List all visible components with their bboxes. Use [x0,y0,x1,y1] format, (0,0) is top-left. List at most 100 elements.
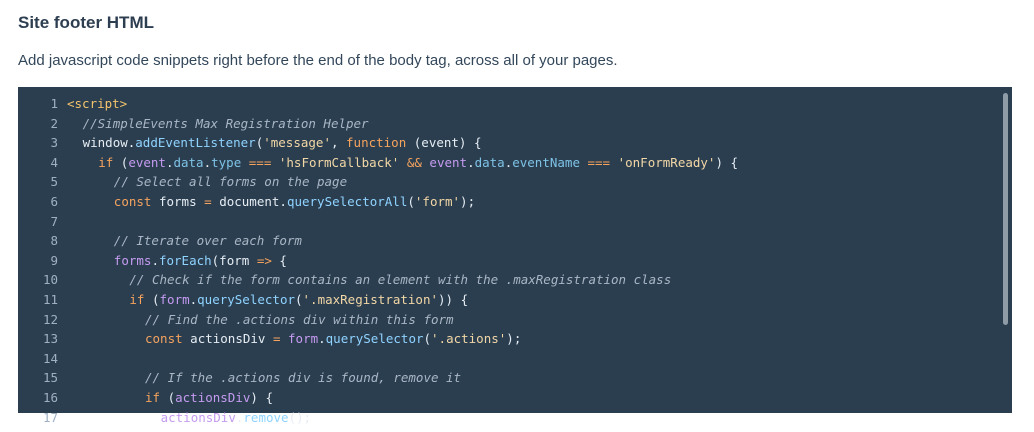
code-text: // Find the .actions div within this for… [58,310,454,330]
code-token: if [129,291,145,307]
code-token [610,155,618,170]
code-token: // Check if the form contains an element… [129,272,672,288]
code-token: ( [113,154,129,170]
code-line[interactable]: 12// Find the .actions div within this f… [18,310,1000,330]
code-editor[interactable]: 1<script>2 //SimpleEvents Max Registratio… [18,87,1012,425]
code-token: data [173,154,204,170]
code-token: ); [506,331,522,347]
code-token: actionsDiv [182,331,273,347]
code-text: // Iterate over each form [58,231,302,251]
code-line[interactable]: 2 //SimpleEvents Max Registration Helper [18,114,1000,134]
line-number: 5 [50,174,58,190]
line-number: 6 [50,193,58,209]
code-token: <script> [67,96,128,111]
line-number: 10 [42,272,58,288]
code-token [241,155,249,170]
code-token: // Iterate over each form [113,233,302,249]
code-token: === [248,154,272,170]
code-token: // If the .actions div is found, remove … [145,370,462,386]
line-number: 11 [42,291,58,307]
code-text: window.addEventListener('message', funct… [58,133,482,153]
code-token: document [219,193,280,209]
code-token: const [113,193,152,209]
code-text: const actionsDiv = form.querySelector('.… [58,329,521,349]
code-token [399,155,407,170]
code-token: (form [211,252,257,268]
code-token: // Find the .actions div within this for… [145,311,454,327]
code-token [280,331,288,346]
editor-scrollbar[interactable] [1003,93,1008,325]
code-token: querySelectorAll [286,193,408,209]
line-number: 8 [50,233,58,249]
line-number: 15 [42,370,58,386]
code-token: )) { [438,291,469,307]
code-token: type [211,154,242,170]
code-text: if (event.data.type === 'hsFormCallback'… [58,153,738,173]
code-token: . [127,135,136,151]
line-number: 9 [50,252,58,268]
code-token: . [165,154,174,170]
code-token: ( [160,389,176,405]
code-token: if [98,154,114,170]
code-token: . [318,331,326,347]
code-token: eventName [512,154,580,170]
code-text [58,349,67,369]
code-line[interactable]: 14 [18,349,1000,369]
code-text [58,212,67,232]
code-token: , [330,135,347,151]
code-token: === [587,154,611,170]
code-token: ( [407,193,415,209]
code-line[interactable]: 7 [18,212,1000,232]
line-number: 4 [50,154,58,170]
code-token: = [272,331,281,347]
code-token: . [467,154,475,170]
code-line[interactable]: 1<script> [18,94,1000,114]
code-token: => [256,252,272,268]
code-text: const forms = document.querySelectorAll(… [58,192,475,212]
code-token: ( [144,291,160,307]
code-token: querySelector [197,291,295,307]
code-text: // Select all forms on the page [58,172,347,192]
code-line[interactable]: 5// Select all forms on the page [18,172,1000,192]
line-number: 3 [50,135,58,151]
code-token: 'onFormReady' [617,154,716,170]
code-token: actionsDiv [160,409,236,425]
line-number: 14 [42,350,58,366]
code-token: if [145,389,161,405]
code-text: if (form.querySelector('.maxRegistration… [58,290,468,310]
code-token: . [203,154,212,170]
code-token: ( [295,291,303,307]
code-token: const [145,331,183,347]
code-token: forms [151,193,205,209]
code-token: . [235,409,244,425]
code-token [271,155,279,170]
code-token: ) { [715,154,739,170]
code-token: //SimpleEvents Max Registration Helper [82,115,369,131]
code-line[interactable]: 8 // Iterate over each form [18,231,1000,251]
code-token: { [271,252,287,268]
code-token: window [82,135,128,151]
code-token: addEventListener [135,135,256,151]
code-token: ( [423,331,432,347]
code-line[interactable]: 10 // Check if the form contains an eleme… [18,270,1000,290]
section-title: Site footer HTML [18,13,154,32]
code-token: data [474,154,505,170]
code-token: form [159,291,190,307]
code-line[interactable]: 15 // If the .actions div is found, remov… [18,368,1000,388]
code-token: actionsDiv [175,389,251,405]
code-text: //SimpleEvents Max Registration Helper [58,114,369,134]
code-token: ( [255,135,264,151]
code-token: '.actions' [431,331,507,347]
line-number: 2 [50,115,58,131]
code-token: = [204,193,212,209]
code-lines[interactable]: 1<script>2 //SimpleEvents Max Registratio… [18,94,1000,427]
